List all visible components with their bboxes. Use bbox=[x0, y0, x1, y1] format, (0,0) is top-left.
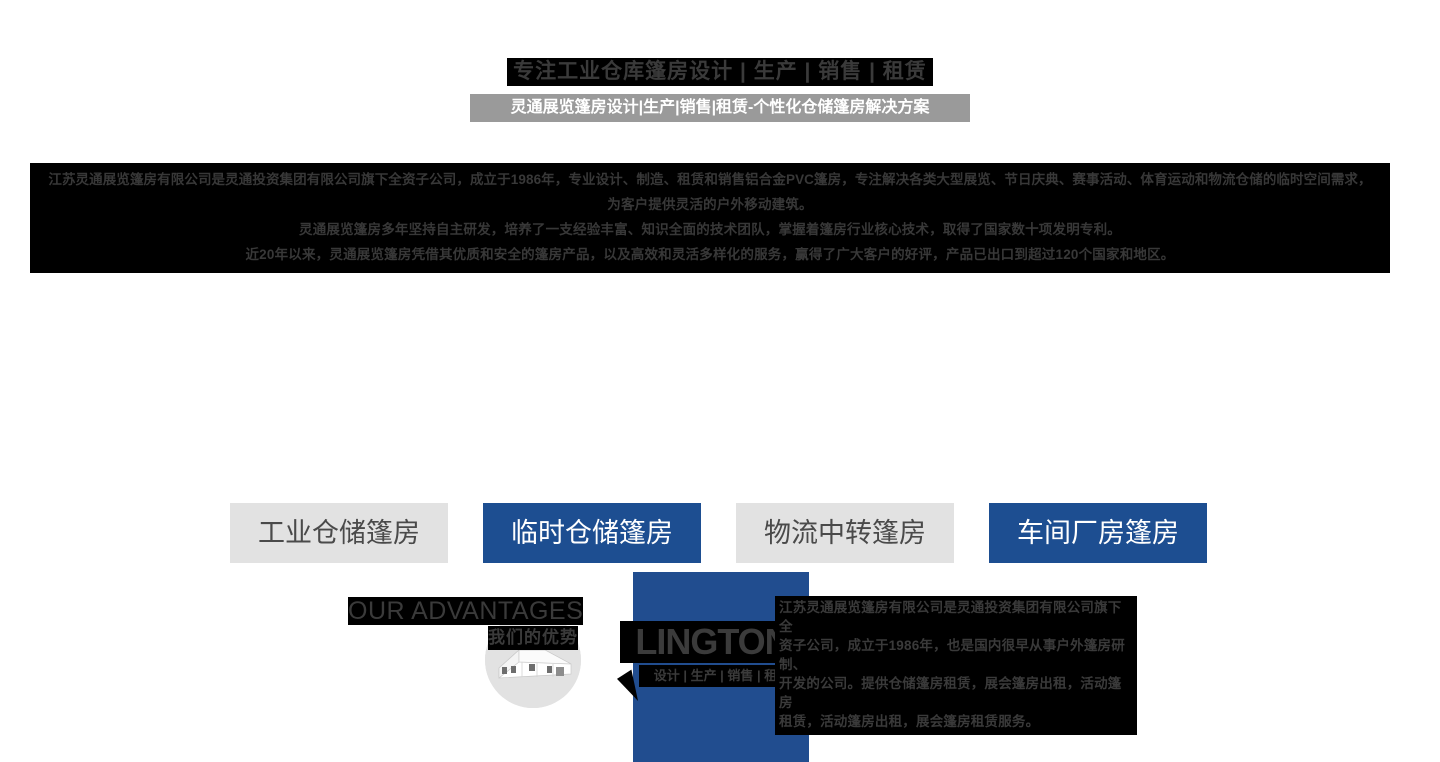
category-button-row: 工业仓储篷房 临时仓储篷房 物流中转篷房 车间厂房篷房 bbox=[230, 503, 1210, 563]
category-button-temporary-storage[interactable]: 临时仓储篷房 bbox=[483, 503, 701, 563]
category-button-industrial-storage[interactable]: 工业仓储篷房 bbox=[230, 503, 448, 563]
intro-line-3: 灵通展览篷房多年坚持自主研发，培养了一支经验丰富、知识全面的技术团队，掌握着篷房… bbox=[299, 222, 1121, 237]
category-button-logistics-transfer[interactable]: 物流中转篷房 bbox=[736, 503, 954, 563]
page-title-text: 专注工业仓库篷房设计 | 生产 | 销售 | 租赁 bbox=[507, 58, 933, 86]
intro-line-2: 为客户提供灵活的户外移动建筑。 bbox=[607, 197, 813, 212]
advantages-body: 江苏灵通展览篷房有限公司是灵通投资集团有限公司旗下全 资子公司，成立于1986年… bbox=[775, 596, 1137, 735]
advantages-heading: OUR ADVANTAGES 我们的优势 bbox=[348, 597, 584, 650]
advantages-body-line-3: 开发的公司。提供仓储篷房租赁，展会篷房出租，活动篷房 bbox=[779, 676, 1122, 710]
site-sub-title: 灵通展览篷房设计|生产|销售|租赁-个性化仓储篷房解决方案 bbox=[470, 94, 970, 122]
advantages-heading-en: OUR ADVANTAGES bbox=[348, 597, 584, 625]
company-intro-block: 江苏灵通展览篷房有限公司是灵通投资集团有限公司旗下全资子公司，成立于1986年，… bbox=[30, 163, 1390, 273]
advantages-body-line-4: 租赁，活动篷房出租，展会篷房租赁服务。 bbox=[779, 714, 1040, 729]
intro-line-1: 江苏灵通展览篷房有限公司是灵通投资集团有限公司旗下全资子公司，成立于1986年，… bbox=[48, 172, 1372, 187]
logo-tagline: 设计 | 生产 | 销售 | 租赁 bbox=[639, 665, 805, 687]
category-button-workshop-factory[interactable]: 车间厂房篷房 bbox=[989, 503, 1207, 563]
page-title: 专注工业仓库篷房设计 | 生产 | 销售 | 租赁 bbox=[0, 58, 1440, 86]
advantages-body-line-2: 资子公司，成立于1986年，也是国内很早从事户外篷房研制、 bbox=[779, 638, 1125, 672]
intro-line-4: 近20年以来，灵通展览篷房凭借其优质和安全的篷房产品，以及高效和灵活多样化的服务… bbox=[245, 247, 1175, 262]
logo-wedge-icon bbox=[605, 669, 639, 707]
advantages-heading-cn: 我们的优势 bbox=[488, 626, 578, 650]
advantages-body-line-1: 江苏灵通展览篷房有限公司是灵通投资集团有限公司旗下全 bbox=[779, 600, 1122, 634]
hero-logo-row: LINGTONG 设计 | 生产 | 销售 | 租赁 bbox=[0, 286, 1440, 762]
